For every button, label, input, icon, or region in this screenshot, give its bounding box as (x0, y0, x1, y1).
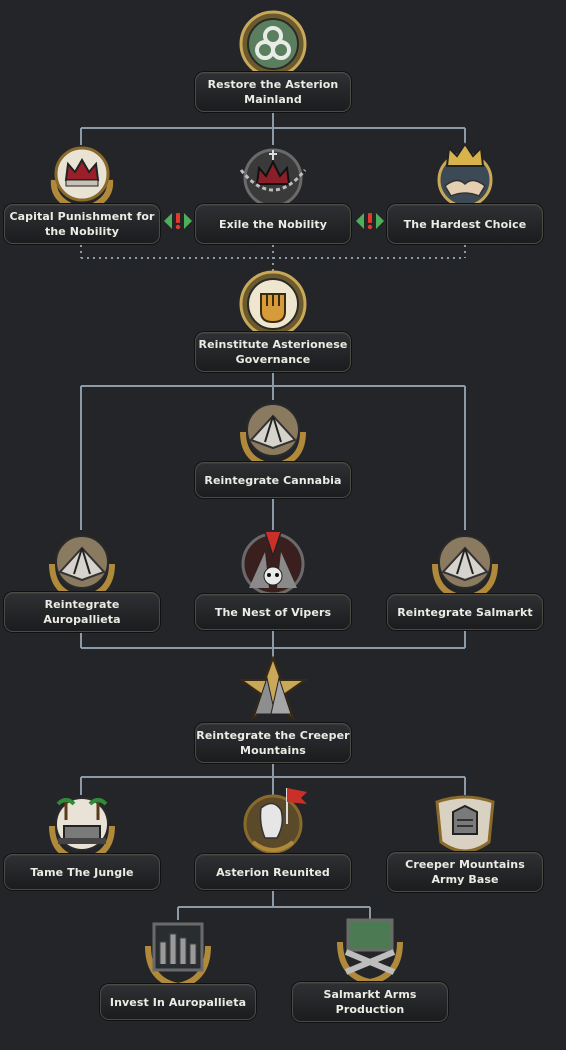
focus-label: The Hardest Choice (387, 204, 543, 244)
focus-creeper-mountains-army-base[interactable]: Creeper Mountains Army Base (387, 790, 543, 892)
crown-handshake-icon (427, 140, 503, 212)
focus-label: Reintegrate Auropallieta (4, 592, 160, 632)
map-compass-icon (427, 528, 503, 600)
focus-label: Asterion Reunited (195, 854, 351, 890)
focus-label: Restore the Asterion Mainland (195, 72, 351, 112)
focus-reintegrate-auropallieta[interactable]: Reintegrate Auropallieta (4, 528, 160, 632)
mutually-exclusive-icon (355, 211, 385, 231)
trefoil-emblem-icon (235, 8, 311, 80)
focus-label: Reintegrate the Creeper Mountains (195, 723, 351, 763)
focus-label: Capital Punishment for the Nobility (4, 204, 160, 244)
mutually-exclusive-icon (163, 211, 193, 231)
focus-reintegrate-cannabia[interactable]: Reintegrate Cannabia (195, 396, 351, 500)
focus-salmarkt-arms-production[interactable]: Salmarkt Arms Production (292, 912, 448, 1022)
chained-crown-icon (235, 140, 311, 212)
factory-city-icon (140, 916, 216, 988)
focus-label: Exile the Nobility (195, 204, 351, 244)
raised-fist-icon (235, 268, 311, 340)
focus-reinstitute-governance[interactable]: Reinstitute Asterionese Governance (195, 268, 351, 372)
focus-label: Tame The Jungle (4, 854, 160, 890)
focus-restore-asterion-mainland[interactable]: Restore the Asterion Mainland (195, 8, 351, 112)
bear-flag-icon (235, 784, 311, 856)
focus-nest-of-vipers[interactable]: The Nest of Vipers (195, 528, 351, 632)
crown-on-shield-icon (44, 140, 120, 212)
focus-label: Reintegrate Salmarkt (387, 594, 543, 630)
mountain-star-icon (235, 656, 311, 728)
crossed-guns-factory-icon (332, 912, 408, 984)
focus-label: Reintegrate Cannabia (195, 462, 351, 498)
focus-capital-punishment-nobility[interactable]: Capital Punishment for the Nobility (4, 140, 160, 244)
fortress-icon (427, 790, 503, 862)
bulldozer-palms-icon (44, 790, 120, 862)
map-compass-icon (235, 396, 311, 468)
focus-asterion-reunited[interactable]: Asterion Reunited (195, 784, 351, 890)
focus-exile-nobility[interactable]: Exile the Nobility (195, 140, 351, 244)
focus-reintegrate-salmarkt[interactable]: Reintegrate Salmarkt (387, 528, 543, 632)
focus-reintegrate-creeper-mountains[interactable]: Reintegrate the Creeper Mountains (195, 656, 351, 763)
focus-label: Reinstitute Asterionese Governance (195, 332, 351, 372)
focus-label: Creeper Mountains Army Base (387, 852, 543, 892)
map-compass-icon (44, 528, 120, 600)
focus-hardest-choice[interactable]: The Hardest Choice (387, 140, 543, 244)
focus-label: Salmarkt Arms Production (292, 982, 448, 1022)
focus-label: The Nest of Vipers (195, 594, 351, 630)
focus-label: Invest In Aurop​allieta (100, 984, 256, 1020)
skull-flags-icon (235, 528, 311, 600)
focus-tame-jungle[interactable]: Tame The Jungle (4, 790, 160, 890)
focus-invest-auropallieta[interactable]: Invest In Aurop​allieta (100, 916, 256, 1020)
